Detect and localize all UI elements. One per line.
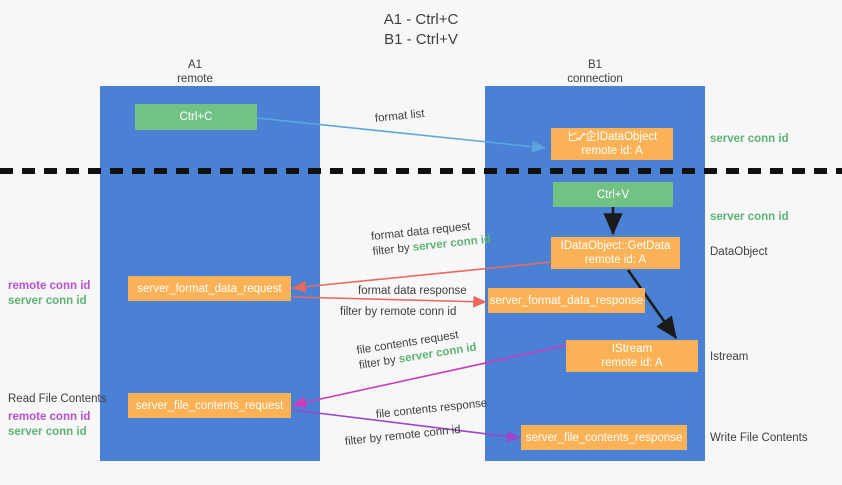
node-server-file-contents-request-line1: server_file_contents_request — [135, 399, 284, 412]
column-header-b1-name: B1 — [587, 59, 603, 71]
node-idataobject-getdata[interactable]: IDataObject::GetData remote id: A — [551, 237, 680, 269]
node-idataobject[interactable]: 匕⑇企IDataObject remote id: A — [551, 128, 673, 160]
filter-prefix: filter by — [344, 431, 386, 448]
node-ctrl-c-line1: Ctrl+C — [179, 111, 213, 123]
edge-label-file-contents-response-filter: filter by remote conn id — [344, 423, 461, 450]
column-header-a1: A1 remote — [130, 58, 260, 86]
column-header-a1-sub: remote — [177, 73, 213, 85]
diagram-title: A1 - Ctrl+C B1 - Ctrl+V — [383, 11, 459, 48]
right-label-server-conn-id-top: server conn id — [710, 133, 789, 145]
node-server-format-data-request[interactable]: server_format_data_request — [128, 276, 291, 301]
node-istream[interactable]: IStream remote id: A — [566, 340, 698, 372]
edge-label-file-contents-response: file contents response — [375, 397, 488, 421]
node-ctrl-v[interactable]: Ctrl+V — [553, 182, 673, 207]
node-idataobject-getdata-line2: remote id: A — [584, 254, 647, 266]
filter-value-remote-conn-id: remote conn id — [384, 423, 462, 444]
right-label-server-conn-id-mid: server conn id — [710, 211, 789, 223]
node-istream-line1: IStream — [611, 343, 653, 355]
edge-label-format-data-request: format data request filter by server con… — [370, 218, 492, 260]
right-label-write-file-contents: Write File Contents — [710, 432, 808, 444]
node-server-format-data-request-line1: server_format_data_request — [137, 282, 282, 295]
node-idataobject-line1: 匕⑇企IDataObject — [566, 131, 658, 143]
edge-label-file-contents-request: file contents request filter by server c… — [356, 326, 478, 374]
edge-label-format-list: format list — [374, 107, 426, 125]
edge-label-format-data-response-filter: filter by remote conn id — [340, 305, 456, 320]
edge-label-format-data-response: format data response — [358, 285, 467, 297]
left-label-read-file-contents: Read File Contents — [8, 393, 107, 405]
column-header-b1-sub: connection — [567, 73, 623, 85]
filter-prefix: filter by — [372, 241, 414, 258]
right-label-istream: Istream — [710, 351, 749, 363]
node-server-format-data-response[interactable]: server_format_data_response — [488, 288, 645, 313]
left-label-group-file-contents: remote conn id server conn id — [8, 410, 90, 440]
node-idataobject-line2: remote id: A — [581, 145, 643, 157]
node-idataobject-getdata-line1: IDataObject::GetData — [560, 240, 671, 252]
left-label-server-conn-id: server conn id — [8, 295, 87, 307]
node-istream-line2: remote id: A — [601, 357, 663, 369]
right-label-dataobject: DataObject — [710, 246, 768, 258]
dashed-separator — [0, 168, 842, 174]
left-label-remote-conn-id: remote conn id — [8, 280, 91, 292]
column-header-a1-name: A1 — [187, 59, 203, 71]
filter-value-remote-conn-id: remote conn id — [380, 306, 457, 318]
node-server-file-contents-response-line1: server_file_contents_response — [525, 431, 683, 444]
node-server-format-data-response-line1: server_format_data_response — [489, 294, 644, 307]
left-label-group-format: remote conn id server conn id — [8, 279, 90, 309]
left-label-server-conn-id: server conn id — [8, 426, 87, 438]
filter-prefix: filter by — [340, 306, 381, 318]
node-server-file-contents-request[interactable]: server_file_contents_request — [128, 393, 291, 418]
node-ctrl-c[interactable]: Ctrl+C — [135, 104, 257, 130]
node-ctrl-v-line1: Ctrl+V — [596, 188, 630, 201]
column-header-b1: B1 connection — [530, 58, 660, 86]
left-label-remote-conn-id: remote conn id — [8, 411, 91, 423]
node-server-file-contents-response[interactable]: server_file_contents_response — [521, 425, 687, 450]
